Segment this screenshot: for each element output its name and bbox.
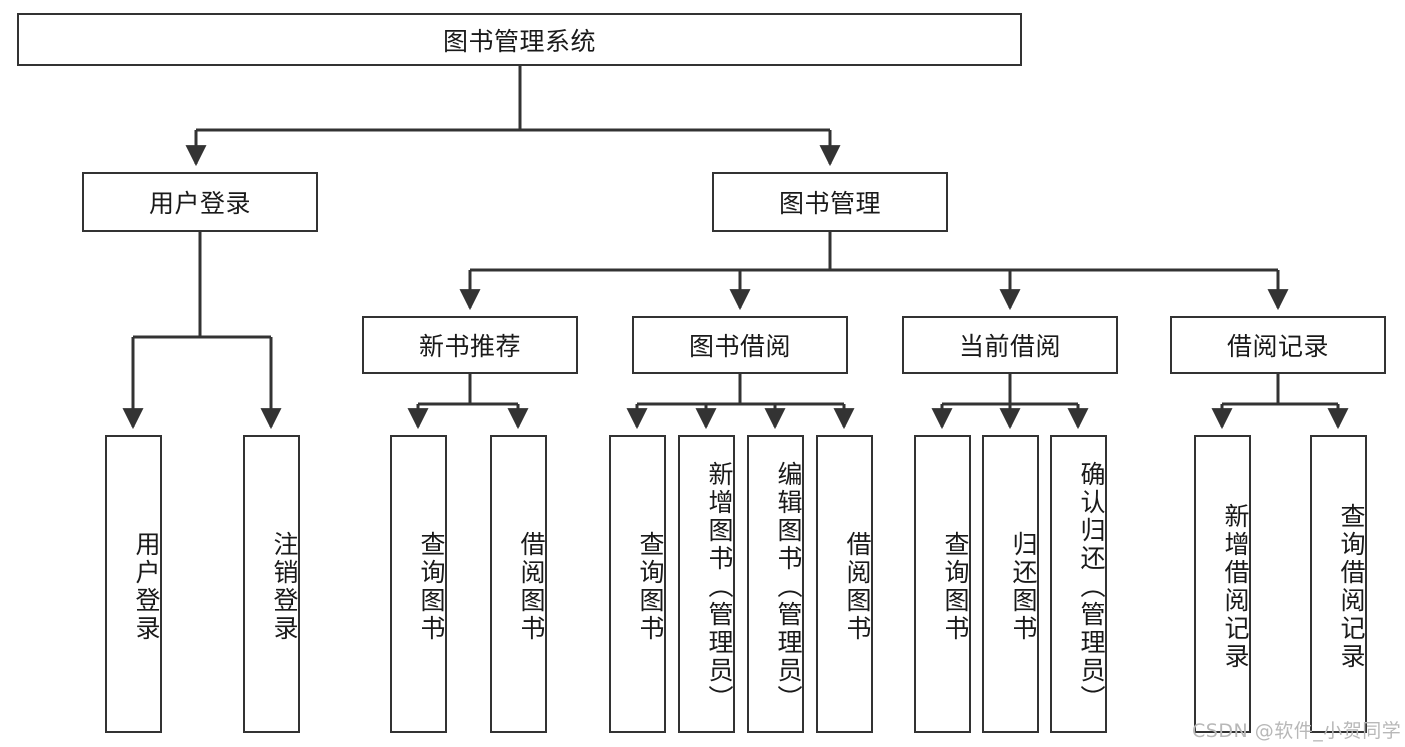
node-label: 查询借阅记录: [1337, 503, 1366, 671]
node-root-system[interactable]: 图书管理系统: [17, 13, 1022, 66]
node-label: 新增借阅记录: [1221, 503, 1250, 671]
leaf-current-confirm-return[interactable]: 确认归还（管理员）: [1050, 435, 1107, 733]
node-label: 借阅记录: [1226, 332, 1329, 361]
node-label: 归还图书: [1009, 531, 1038, 643]
leaf-borrow-edit-book[interactable]: 编辑图书（管理员）: [747, 435, 804, 733]
node-borrow-records[interactable]: 借阅记录: [1170, 316, 1386, 374]
node-label: 借阅图书: [517, 531, 546, 643]
node-current-borrow[interactable]: 当前借阅: [902, 316, 1118, 374]
node-label: 确认归还（管理员）: [1077, 461, 1106, 713]
node-label: 图书借阅: [688, 332, 791, 361]
node-label: 图书管理: [778, 189, 881, 218]
node-label: 图书管理系统: [442, 26, 596, 56]
leaf-record-add[interactable]: 新增借阅记录: [1194, 435, 1251, 733]
leaf-current-query-book[interactable]: 查询图书: [914, 435, 971, 733]
leaf-borrow-borrow-book[interactable]: 借阅图书: [816, 435, 873, 733]
leaf-borrow-add-book[interactable]: 新增图书（管理员）: [678, 435, 735, 733]
watermark-label: CSDN @软件_小贺同学: [1192, 720, 1402, 742]
leaf-user-logout[interactable]: 注销登录: [243, 435, 300, 733]
node-label: 新书推荐: [418, 332, 521, 361]
leaf-new-book-borrow[interactable]: 借阅图书: [490, 435, 547, 733]
leaf-user-login[interactable]: 用户登录: [105, 435, 162, 733]
leaf-current-return-book[interactable]: 归还图书: [982, 435, 1039, 733]
node-label: 注销登录: [270, 531, 299, 643]
leaf-borrow-query-book[interactable]: 查询图书: [609, 435, 666, 733]
node-book-borrow[interactable]: 图书借阅: [632, 316, 848, 374]
node-label: 当前借阅: [958, 332, 1061, 361]
node-label: 新增图书（管理员）: [705, 461, 734, 713]
node-user-login[interactable]: 用户登录: [82, 172, 318, 232]
node-label: 用户登录: [148, 189, 251, 218]
node-label: 查询图书: [636, 531, 665, 643]
node-label: 查询图书: [941, 531, 970, 643]
node-label: 查询图书: [417, 531, 446, 643]
leaf-new-book-query[interactable]: 查询图书: [390, 435, 447, 733]
node-book-management[interactable]: 图书管理: [712, 172, 948, 232]
node-label: 借阅图书: [843, 531, 872, 643]
node-label: 编辑图书（管理员）: [774, 461, 803, 713]
node-new-book-recommend[interactable]: 新书推荐: [362, 316, 578, 374]
node-label: 用户登录: [132, 531, 161, 643]
leaf-record-query[interactable]: 查询借阅记录: [1310, 435, 1367, 733]
